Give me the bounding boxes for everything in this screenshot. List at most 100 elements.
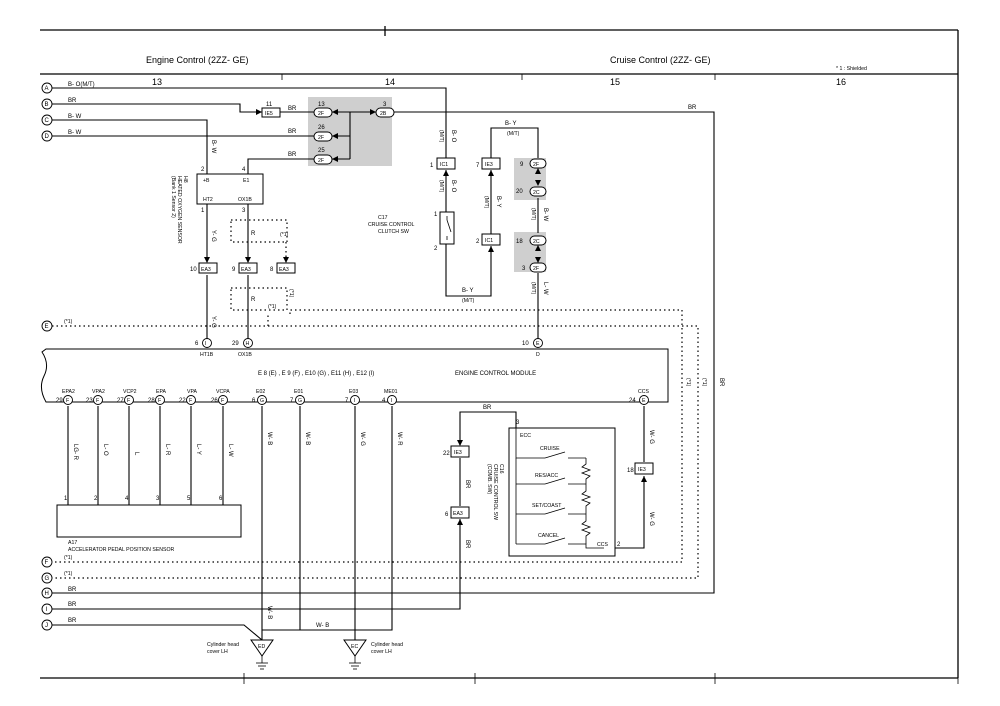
svg-text:BR: BR [288, 129, 297, 135]
svg-text:W- B: W- B [266, 606, 272, 619]
column-14: 14 [385, 77, 395, 87]
svg-text:2: 2 [476, 239, 480, 245]
wire-br-h [52, 111, 715, 594]
svg-text:SET/COAST: SET/COAST [532, 503, 562, 509]
svg-text:(M/T): (M/T) [438, 180, 444, 193]
svg-text:7: 7 [476, 163, 480, 169]
connector-ic1-top: 1 IC1 [430, 157, 456, 170]
svg-text:(*1): (*1) [685, 378, 691, 387]
svg-text:OX1B: OX1B [238, 352, 252, 358]
svg-text:2F: 2F [533, 266, 539, 272]
svg-text:F: F [66, 398, 69, 404]
terminal-h: H BR [41, 587, 77, 599]
svg-text:CRUISE: CRUISE [540, 446, 560, 452]
ecm-pin-e02: G 6 E02 [252, 389, 267, 405]
svg-text:OX1B: OX1B [238, 197, 252, 203]
switch-c16: ECC CCS 3 2 C16 CRUISE CONTROL SW (COMB.… [486, 420, 621, 557]
wire-color-labels: BR BR BR BR B- W B- O (M/T) B- O (M/T) B… [72, 105, 724, 629]
svg-text:B- Y: B- Y [462, 288, 474, 294]
svg-text:B- O: B- O [450, 180, 456, 193]
svg-text:VPA: VPA [187, 389, 198, 395]
engine-control-module: ENGINE CONTROL MODULE E 8 (E) , E 9 (F) … [40, 338, 669, 405]
svg-text:IE3: IE3 [485, 162, 493, 168]
svg-text:A: A [45, 86, 49, 92]
wire-ie3-ecc [459, 411, 517, 445]
connector-2f-3: 3 2F [522, 262, 547, 273]
svg-text:E: E [642, 398, 646, 404]
svg-text:7: 7 [345, 398, 349, 404]
sensor-h8: +B E1 HT2 OX1B 2 4 1 3 H8 HEATED OXYGEN … [170, 167, 264, 244]
svg-text:3: 3 [516, 420, 520, 426]
svg-text:E: E [45, 324, 49, 330]
svg-text:EA3: EA3 [201, 267, 211, 273]
ecm-pin-vpa2: F 23 VPA2 [86, 389, 105, 405]
svg-text:L: L [133, 452, 139, 456]
connector-arrows [204, 109, 647, 525]
svg-text:B: B [45, 102, 49, 108]
svg-text:E02: E02 [256, 389, 265, 395]
svg-text:10: 10 [522, 341, 529, 347]
svg-text:EA3: EA3 [453, 511, 463, 517]
svg-text:R: R [251, 231, 256, 237]
wire-label-j: BR [68, 618, 77, 624]
svg-text:7: 7 [290, 398, 294, 404]
svg-text:8: 8 [270, 267, 274, 273]
svg-text:2: 2 [94, 496, 98, 502]
ecm-pin-epa2: F 29 EPA2 [56, 389, 75, 405]
svg-text:6: 6 [252, 398, 256, 404]
svg-text:BR: BR [288, 106, 297, 112]
svg-text:B- Y: B- Y [495, 196, 501, 208]
svg-text:EPA2: EPA2 [62, 389, 75, 395]
shield-e [52, 314, 269, 327]
svg-text:(*1): (*1) [288, 289, 294, 298]
svg-text:4: 4 [242, 167, 246, 173]
svg-text:18: 18 [516, 239, 523, 245]
svg-text:E1: E1 [243, 178, 249, 184]
svg-text:IE5: IE5 [265, 111, 273, 117]
svg-text:I: I [391, 398, 392, 404]
sensor-h8-location: (Bank 1 Sensor 2) [170, 176, 176, 218]
svg-text:(M/T): (M/T) [462, 298, 475, 304]
svg-text:2F: 2F [318, 158, 324, 164]
svg-text:27: 27 [117, 398, 124, 404]
svg-text:IC1: IC1 [440, 162, 448, 168]
svg-text:2C: 2C [533, 239, 540, 245]
svg-text:H: H [45, 591, 49, 597]
ecm-pin-epa: F 28 EPA [148, 389, 167, 405]
wire-label-c: B- W [68, 114, 82, 120]
svg-text:HT2: HT2 [203, 197, 213, 203]
wire-c [52, 119, 208, 174]
wire-label-b: BR [68, 98, 77, 104]
svg-text:9: 9 [232, 267, 236, 273]
svg-text:4: 4 [382, 398, 386, 404]
c17-name-1: CRUISE CONTROL [368, 222, 415, 228]
svg-text:F: F [221, 398, 224, 404]
connector-2b-3: 3 2B [375, 102, 395, 118]
c16-name-1: CRUISE CONTROL SW [492, 464, 498, 520]
svg-text:W- G: W- G [648, 430, 654, 444]
svg-text:B- Y: B- Y [505, 121, 517, 127]
wire-label-e: (*1) [64, 319, 73, 325]
svg-text:VPA2: VPA2 [92, 389, 105, 395]
svg-text:5: 5 [187, 496, 191, 502]
svg-text:2: 2 [434, 246, 438, 252]
wire-label-d: B- W [68, 130, 82, 136]
ground-ed: ED Cylinder head cover LH [207, 639, 274, 670]
ecm-pin-vpa: F 22 VPA [179, 389, 198, 405]
terminal-e: E (*1) [41, 319, 73, 332]
svg-text:3: 3 [522, 266, 526, 272]
svg-text:18: 18 [627, 468, 634, 474]
svg-text:6: 6 [445, 512, 449, 518]
svg-text:1: 1 [434, 212, 438, 218]
column-13: 13 [152, 77, 162, 87]
svg-text:22: 22 [443, 451, 450, 457]
svg-text:BR: BR [483, 405, 492, 411]
svg-text:4: 4 [125, 496, 129, 502]
svg-text:RES/ACC: RES/ACC [535, 473, 558, 479]
ecm-pin-e03: I 7 E03 [345, 389, 360, 405]
section-cruise-control: Cruise Control (2ZZ- GE) [610, 55, 711, 65]
a17-name: ACCELERATOR PEDAL POSITION SENSOR [68, 547, 175, 553]
terminal-j: J BR [41, 618, 77, 631]
svg-text:VCPA: VCPA [216, 389, 230, 395]
